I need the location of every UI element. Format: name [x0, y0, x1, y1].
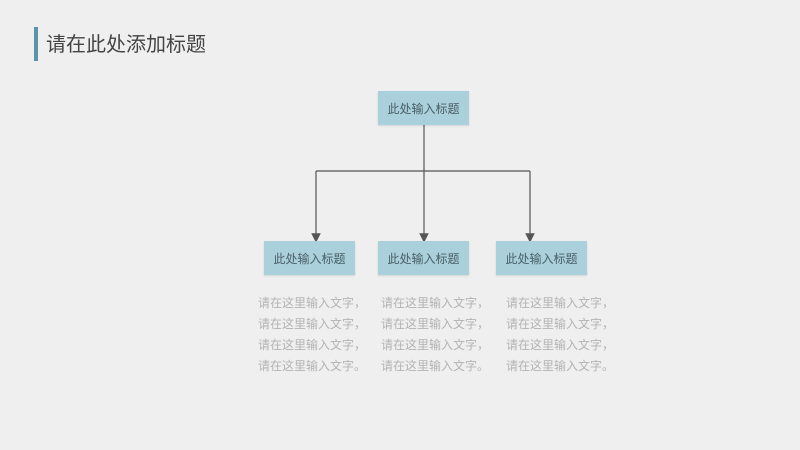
child-text-block-3: 请在这里输入文字， 请在这里输入文字， 请在这里输入文字， 请在这里输入文字。: [506, 293, 624, 377]
child-1-text-line-1: 请在这里输入文字，: [258, 296, 367, 310]
top-title-node: 此处输入标题: [378, 91, 469, 125]
child-3-text-line-1: 请在这里输入文字，: [506, 296, 615, 310]
child-3-text-line-4: 请在这里输入文字。: [506, 359, 615, 373]
child-1-text-line-3: 请在这里输入文字，: [258, 338, 367, 352]
child-text-block-1: 请在这里输入文字， 请在这里输入文字， 请在这里输入文字， 请在这里输入文字。: [258, 293, 376, 377]
child-text-block-2: 请在这里输入文字， 请在这里输入文字， 请在这里输入文字， 请在这里输入文字。: [381, 293, 499, 377]
child-2-text-line-1: 请在这里输入文字，: [381, 296, 490, 310]
child-title-node-3: 此处输入标题: [496, 241, 587, 275]
child-2-text-line-4: 请在这里输入文字。: [381, 359, 490, 373]
slide-title: 请在此处添加标题: [46, 32, 206, 56]
child-title-node-1: 此处输入标题: [264, 241, 355, 275]
child-title-node-2: 此处输入标题: [378, 241, 469, 275]
child-1-text-line-2: 请在这里输入文字，: [258, 317, 367, 331]
child-3-text-line-2: 请在这里输入文字，: [506, 317, 615, 331]
title-accent-bar: [34, 27, 38, 61]
child-2-text-line-2: 请在这里输入文字，: [381, 317, 490, 331]
child-3-text-line-3: 请在这里输入文字，: [506, 338, 615, 352]
child-2-text-line-3: 请在这里输入文字，: [381, 338, 490, 352]
child-1-text-line-4: 请在这里输入文字。: [258, 359, 367, 373]
